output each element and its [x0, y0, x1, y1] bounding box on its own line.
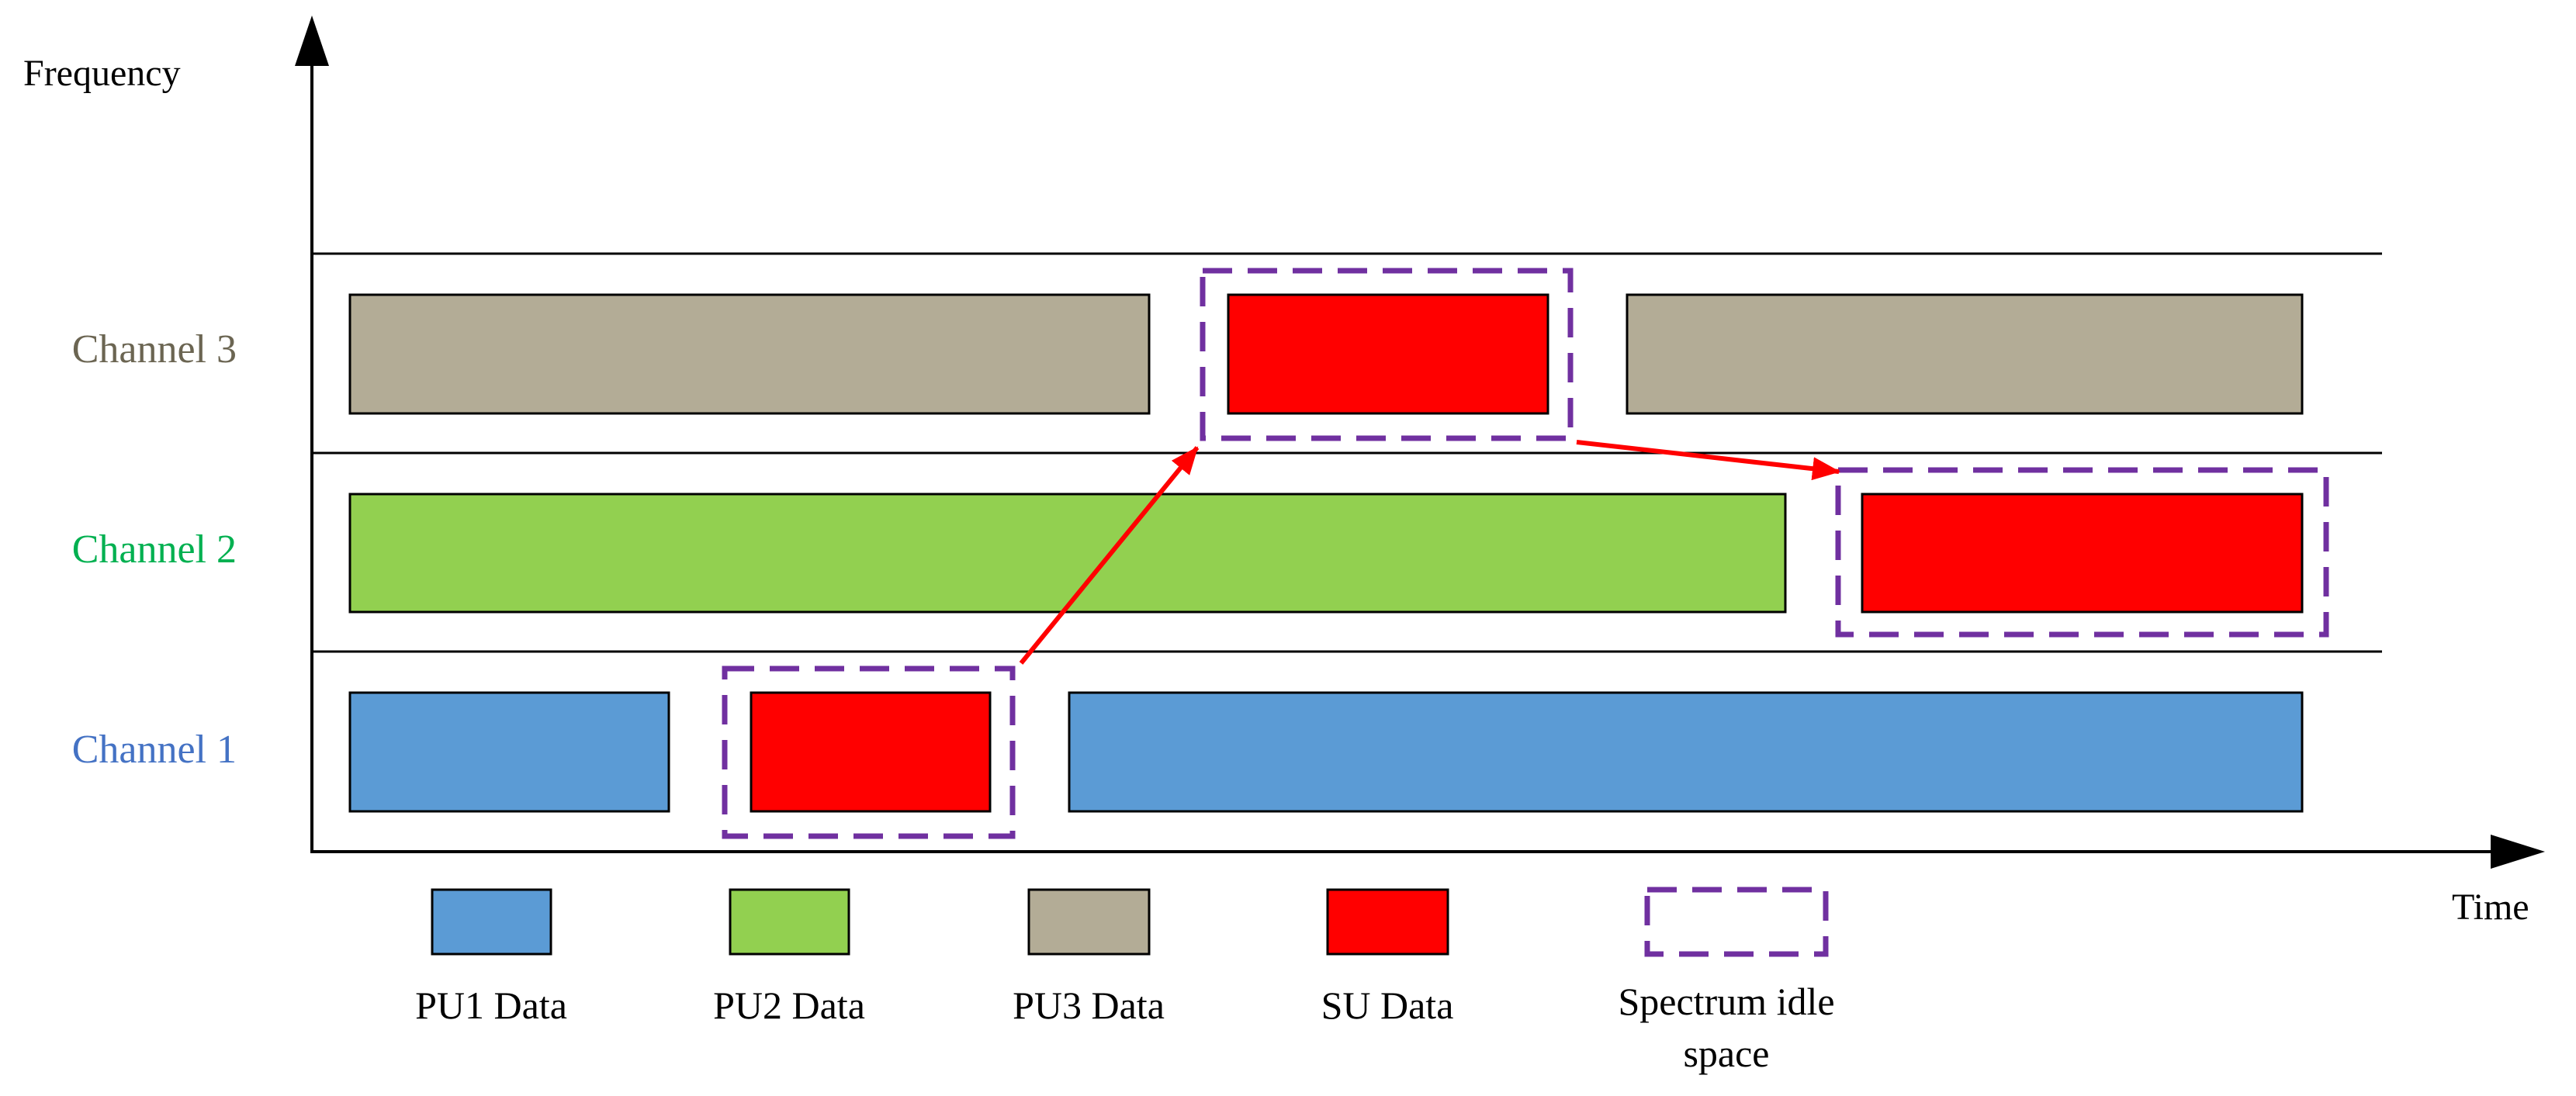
- legend-pu1-swatch: [431, 888, 552, 956]
- channel-1-row: [348, 666, 2304, 839]
- su-data-block: [750, 691, 992, 813]
- legend-su-swatch: [1326, 888, 1449, 956]
- x-axis-label: Time: [2452, 887, 2529, 928]
- handoff-arrows: [1019, 440, 1840, 665]
- spectrum-idle-space: [722, 666, 1016, 839]
- channel-labels: Channel 3 Channel 2 Channel 1: [72, 327, 237, 772]
- su-data-block: [1861, 493, 2304, 614]
- legend-idle-swatch: [1644, 887, 1829, 957]
- legend-pu2-swatch: [729, 888, 850, 956]
- pu1-data-block: [348, 691, 670, 813]
- pu1-data-block: [1068, 691, 2304, 813]
- legend-su-label: SU Data: [1321, 984, 1454, 1027]
- legend-pu1-label: PU1 Data: [415, 984, 567, 1027]
- y-axis-arrowhead: [295, 16, 329, 66]
- channel-2-label: Channel 2: [72, 527, 237, 572]
- pu3-data-block: [1626, 293, 2304, 415]
- legend-pu3-label: PU3 Data: [1013, 984, 1165, 1027]
- channel-3-label: Channel 3: [72, 327, 237, 372]
- handoff-arrow-ch3-to-ch2: [1576, 440, 1840, 481]
- channel-3-row: [348, 268, 2304, 441]
- legend: PU1 Data PU2 Data PU3 Data SU Data Spect…: [415, 887, 1835, 1075]
- spectrum-idle-space: [1200, 268, 1574, 441]
- axes: Frequency Time: [23, 16, 2545, 928]
- handoff-arrow-ch1-to-ch3: [1019, 446, 1200, 665]
- y-axis-label: Frequency: [23, 53, 181, 94]
- legend-pu2-label: PU2 Data: [713, 984, 865, 1027]
- channel-separators: [312, 252, 2382, 653]
- channel-2-row: [348, 467, 2329, 638]
- pu2-data-block: [348, 493, 1787, 614]
- legend-pu3-swatch: [1027, 888, 1151, 956]
- su-data-block: [1227, 293, 1549, 415]
- channel-1-label: Channel 1: [72, 728, 237, 772]
- x-axis-arrowhead: [2491, 835, 2545, 869]
- spectrum-idle-space: [1835, 467, 2329, 638]
- legend-idle-label-line1: Spectrum idle: [1618, 980, 1834, 1023]
- legend-idle-label-line2: space: [1683, 1032, 1769, 1075]
- pu3-data-block: [348, 293, 1151, 415]
